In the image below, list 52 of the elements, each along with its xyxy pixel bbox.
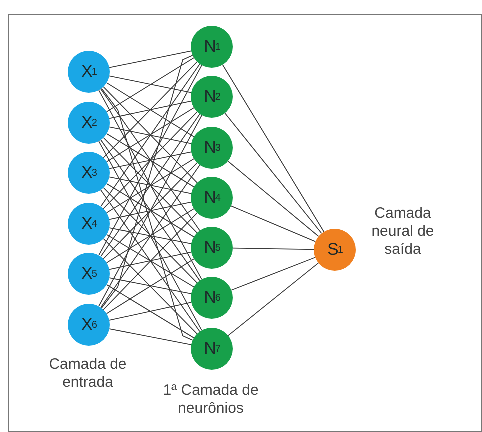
connection-line <box>106 108 195 162</box>
connection-line <box>100 164 200 308</box>
connection-line <box>109 302 192 321</box>
connection-line <box>106 234 194 288</box>
connection-line <box>109 126 192 144</box>
connection-line <box>231 257 316 291</box>
connection-line <box>100 140 200 282</box>
connection-line <box>100 64 200 208</box>
connection-line <box>98 141 202 331</box>
connection-line <box>106 58 195 112</box>
connection-line <box>100 190 200 332</box>
connection-line <box>98 90 202 280</box>
connection-line <box>103 188 198 284</box>
connection-line <box>109 252 192 270</box>
connection-line <box>101 88 194 341</box>
connection-line <box>109 202 192 220</box>
connection-line <box>109 50 192 68</box>
connection-line <box>109 328 192 346</box>
connection-line <box>109 228 192 244</box>
connection-line <box>109 76 192 94</box>
connection-line <box>103 62 198 158</box>
connection-line <box>232 248 314 250</box>
connection-line <box>103 162 198 260</box>
layer-label: Camada de entrada <box>48 356 128 392</box>
connection-line <box>106 158 195 214</box>
layer-label: Camada neural de saída <box>370 205 436 259</box>
connection-line <box>106 133 195 188</box>
connection-line <box>103 238 198 334</box>
connection-line <box>109 176 192 194</box>
connection-line <box>230 206 316 242</box>
layer-label: 1ª Camada de neurônios <box>162 382 260 418</box>
connection-line <box>103 86 198 184</box>
connection-line <box>106 258 195 314</box>
connection-line <box>98 115 202 307</box>
connection-line <box>103 138 198 234</box>
connection-line <box>103 112 198 210</box>
connection-line <box>106 284 195 339</box>
connection-line <box>100 88 200 232</box>
connection-line <box>109 278 192 294</box>
connection-line <box>101 55 194 309</box>
connection-line <box>109 152 192 170</box>
connection-line <box>109 100 192 120</box>
connection-line <box>228 160 320 238</box>
connection-line <box>224 112 322 234</box>
connection-line <box>106 183 195 238</box>
connection-line <box>98 65 202 256</box>
connection-line <box>228 262 320 336</box>
connection-line <box>106 208 195 264</box>
connection-line <box>106 82 195 138</box>
connection-line <box>100 114 200 258</box>
connection-line <box>222 64 325 232</box>
connection-line <box>103 212 198 310</box>
